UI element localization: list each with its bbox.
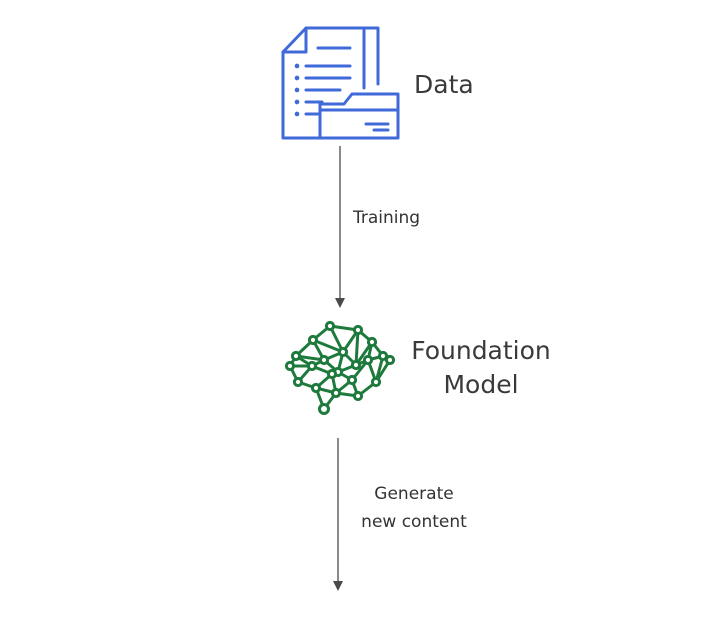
brain-node	[318, 403, 330, 415]
brain-node	[366, 336, 378, 348]
brain-node	[310, 382, 322, 394]
brain-node	[370, 376, 382, 388]
brain-node	[362, 354, 374, 366]
brain-node	[284, 360, 296, 372]
brain-node	[318, 354, 330, 366]
brain-node	[377, 350, 389, 362]
brain-node	[352, 324, 364, 336]
brain-node	[307, 334, 319, 346]
brain-node	[326, 368, 338, 380]
brain-node	[352, 390, 364, 402]
arrow-generate	[333, 438, 343, 591]
generate-label-line1: Generate	[374, 484, 454, 504]
generate-label-line2: new content	[361, 512, 467, 532]
data-node-label: Data	[414, 70, 474, 99]
brain-node	[290, 350, 302, 362]
brain-node	[384, 354, 396, 366]
brain-node	[346, 374, 358, 386]
model-label-line1: Foundation	[411, 336, 551, 365]
brain-link	[311, 338, 345, 354]
model-label-line2: Model	[443, 370, 519, 399]
model-node-label: Foundation Model	[406, 334, 556, 402]
arrow-training	[335, 146, 345, 308]
brain-node	[292, 376, 304, 388]
brain-node	[306, 360, 318, 372]
brain-node	[330, 387, 342, 399]
generate-edge-label: Generate new content	[352, 480, 476, 536]
training-edge-label: Training	[353, 208, 421, 228]
brain-node	[337, 346, 349, 358]
brain-link	[354, 328, 360, 367]
brain-node	[324, 320, 336, 332]
brain-node	[350, 359, 362, 371]
